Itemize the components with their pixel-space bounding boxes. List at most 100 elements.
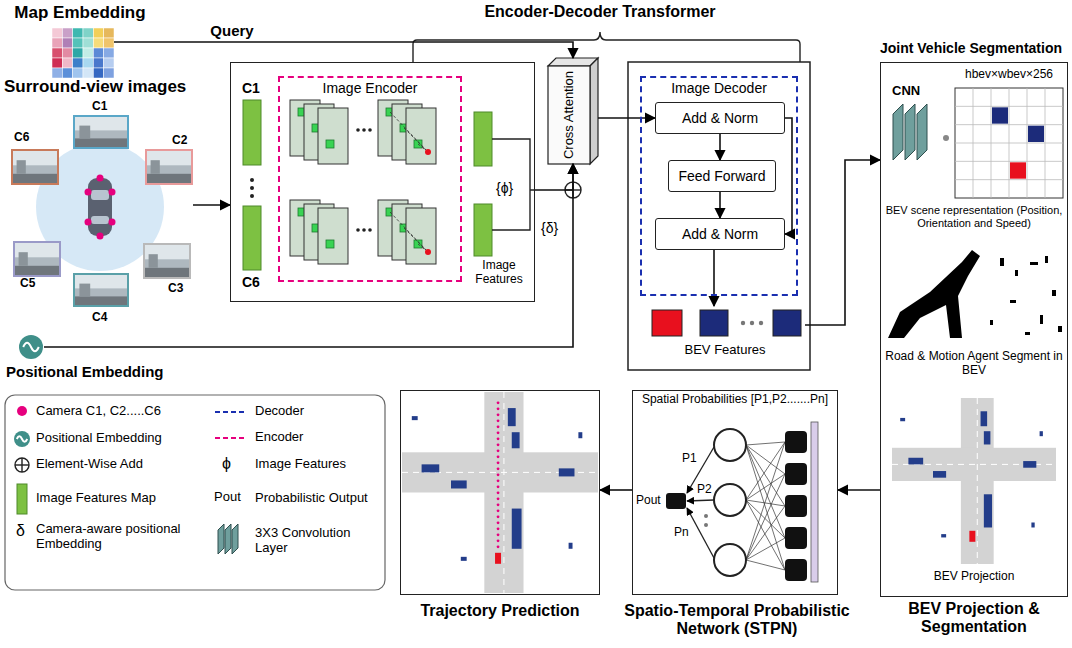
conv-plate bbox=[318, 108, 348, 164]
probability-label: Pn bbox=[674, 526, 692, 540]
camera-photo bbox=[74, 116, 128, 148]
road bbox=[892, 448, 1056, 481]
probability-node bbox=[714, 484, 746, 516]
camera-rig: Surround-view images bbox=[8, 100, 193, 308]
node-label: BEV Features bbox=[645, 343, 805, 358]
legend-symbol: δ bbox=[16, 522, 34, 540]
trajectory-dot bbox=[497, 479, 500, 482]
node-label: C1 bbox=[242, 80, 272, 96]
output-cell bbox=[425, 149, 431, 155]
node-label: Image Encoder bbox=[278, 80, 462, 96]
trajectory-dot bbox=[497, 485, 500, 488]
ellipsis-dot bbox=[750, 321, 754, 325]
node-label: Trajectory Prediction bbox=[395, 602, 605, 620]
embedding-cell bbox=[83, 48, 93, 58]
connector bbox=[535, 164, 573, 190]
vehicle bbox=[941, 534, 946, 537]
trajectory-dot bbox=[497, 521, 500, 524]
vehicle bbox=[1031, 523, 1034, 528]
camera-photo bbox=[149, 254, 158, 268]
trajectory-dot bbox=[497, 533, 500, 536]
vehicle bbox=[933, 471, 946, 478]
trajectory-dot bbox=[497, 539, 500, 542]
neuron bbox=[785, 495, 807, 517]
kernel-cell bbox=[326, 240, 334, 248]
probability-arrow bbox=[687, 508, 714, 558]
camera-photo bbox=[74, 274, 128, 306]
positional-icon bbox=[23, 343, 39, 351]
embedding-cell bbox=[73, 68, 83, 78]
legend-symbol: ϕ bbox=[222, 455, 242, 473]
camera-photo bbox=[144, 244, 190, 278]
vehicle bbox=[1040, 431, 1043, 436]
connector bbox=[719, 192, 721, 218]
ellipsis-dot bbox=[250, 194, 254, 198]
embedding-cell bbox=[52, 58, 62, 68]
camera-dot bbox=[109, 219, 116, 226]
vehicle bbox=[984, 494, 992, 527]
agent-mask bbox=[1040, 315, 1043, 324]
symbol-label: {δ} bbox=[541, 220, 569, 236]
node-label: C6 bbox=[242, 274, 272, 290]
node-label: Map Embedding bbox=[5, 3, 155, 23]
section-title: Encoder-Decoder Transformer bbox=[470, 3, 730, 21]
feature-map bbox=[474, 112, 492, 166]
legend-sample bbox=[17, 484, 27, 514]
node-label: Add & Norm bbox=[682, 226, 758, 242]
network-link bbox=[746, 538, 785, 560]
decoder-frame bbox=[628, 62, 810, 370]
probability-node bbox=[714, 429, 746, 461]
grid-line bbox=[955, 161, 1063, 162]
grid-line bbox=[955, 143, 1063, 144]
bev-features: BEV Features bbox=[645, 306, 805, 364]
encoder-region: Image Encoder bbox=[278, 76, 462, 282]
neuron bbox=[785, 463, 807, 485]
input-bar bbox=[811, 422, 818, 582]
connector bbox=[44, 164, 573, 347]
embedding-cell bbox=[93, 58, 103, 68]
node-label: Cross Attention bbox=[562, 69, 577, 161]
positional-embedding: Positional Embedding bbox=[18, 334, 44, 360]
trajectory-dot bbox=[497, 545, 500, 548]
camera-photo bbox=[74, 274, 128, 306]
trajectory-dot bbox=[497, 461, 500, 464]
embedding-cell bbox=[104, 28, 114, 38]
agent-mask bbox=[1000, 258, 1004, 266]
ellipsis-dot bbox=[362, 228, 366, 232]
ellipsis-dot bbox=[356, 228, 360, 232]
ellipsis-dot bbox=[943, 135, 949, 141]
grid-vehicle bbox=[1010, 162, 1026, 178]
conv-layer bbox=[893, 104, 903, 160]
trajectory-dot bbox=[497, 527, 500, 530]
embedding-cell bbox=[104, 58, 114, 68]
connector bbox=[838, 489, 880, 491]
legend-text: Image Features Map bbox=[36, 491, 206, 506]
camera-photo bbox=[12, 150, 58, 184]
camera-dot bbox=[85, 219, 92, 226]
camera-photo bbox=[74, 138, 128, 148]
network-link bbox=[746, 500, 785, 538]
grid-vehicle bbox=[992, 107, 1008, 123]
bev-token bbox=[652, 310, 682, 336]
camera-photo bbox=[19, 252, 28, 266]
receptive-line bbox=[390, 212, 428, 252]
agent-mask bbox=[1015, 270, 1018, 276]
vehicle bbox=[569, 543, 573, 549]
stpn-block: Spatial Probabilities [P1,P2.......Pn]Sp… bbox=[632, 390, 838, 595]
ellipsis-dot bbox=[362, 128, 366, 132]
embedding-cell bbox=[62, 48, 72, 58]
embedding-cell bbox=[73, 58, 83, 68]
decoder-region: Image DecoderAdd & NormFeed ForwardAdd &… bbox=[640, 76, 798, 296]
vehicle bbox=[512, 509, 522, 549]
cube-front bbox=[548, 66, 590, 164]
caption-label: BEV scene representation (Position, Orie… bbox=[884, 204, 1064, 229]
connector bbox=[713, 250, 715, 306]
part-label: CNN bbox=[892, 84, 936, 99]
network-link bbox=[746, 506, 785, 560]
neuron bbox=[785, 559, 807, 581]
camera-photo bbox=[151, 160, 160, 174]
probability-label: P1 bbox=[682, 452, 700, 466]
vehicle bbox=[508, 408, 516, 426]
camera-label: C3 bbox=[168, 282, 190, 296]
